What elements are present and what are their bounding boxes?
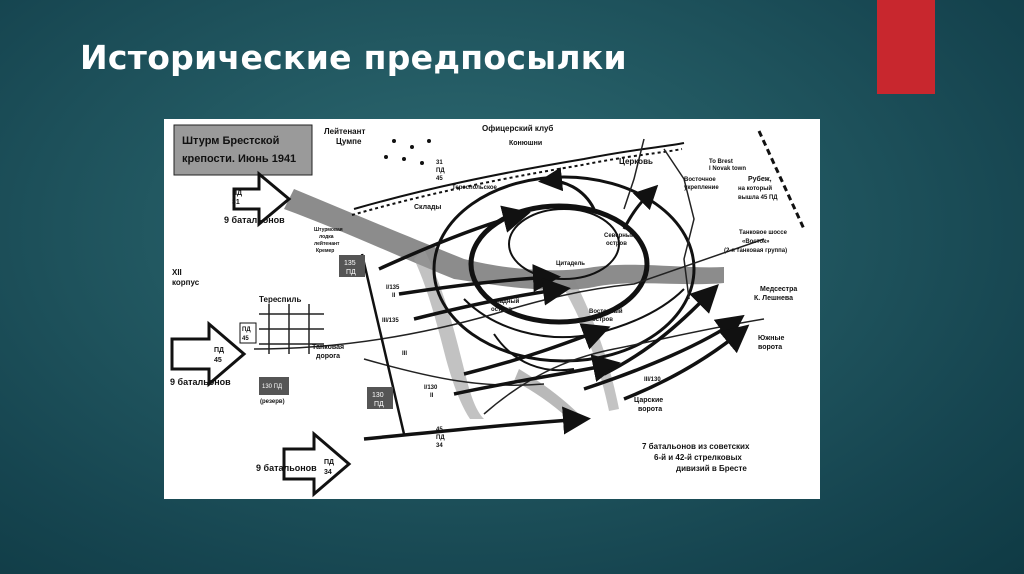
- warehouses-label: Склады: [414, 204, 441, 211]
- east-boundary: [757, 130, 806, 230]
- east-island-2: остров: [592, 317, 613, 323]
- lieutenant-label-1: Лейтенант: [324, 127, 365, 136]
- tsar-gate-1: Царские: [634, 397, 663, 404]
- pd31-b: ПД: [436, 168, 445, 174]
- unit-box-135: 135 ПД: [339, 255, 365, 277]
- line-label-1: Рубеж,: [748, 175, 772, 183]
- forest-marks: [384, 139, 431, 165]
- west-island-1: Западный: [489, 298, 520, 305]
- bottom-45: 45: [436, 427, 443, 433]
- box45-b: 45: [242, 336, 249, 342]
- assault-1: Штурмовая: [314, 227, 343, 233]
- box45-a: ПД: [242, 327, 251, 333]
- corps-1: XII: [172, 268, 182, 277]
- south-gate-2: ворота: [758, 344, 782, 351]
- arrow-1-tag-a: ПД: [232, 190, 242, 197]
- lieutenant-label-2: Цумпе: [336, 137, 362, 146]
- place-labels: Лейтенант Цумпе Офицерский клуб Конюшни …: [172, 124, 797, 473]
- tank-hwy-2: «Восток»: [742, 239, 770, 245]
- east-fort-1: Восточное: [684, 177, 716, 183]
- battle-map-svg: Штурм Брестской крепости. Июнь 1941: [170, 124, 806, 498]
- to-brest-2: I Novak town: [709, 166, 746, 172]
- north-island-1: Северный: [604, 232, 635, 239]
- corps-2: корпус: [172, 278, 200, 287]
- terespol-grid: [259, 304, 324, 354]
- arrow-1-label: 9 батальонов: [224, 215, 285, 225]
- bottom-34: 34: [436, 443, 443, 449]
- iii130-label: III/130: [644, 377, 661, 383]
- nurse-1: Медсестра: [760, 286, 797, 293]
- unit-130-b: ПД: [374, 401, 384, 408]
- north-island-2: остров: [606, 241, 627, 247]
- front-line: [360, 253, 406, 435]
- roman-ii-1: II: [392, 293, 396, 299]
- ground-arrow-3: 9 батальонов ПД 34: [256, 430, 352, 498]
- church-label: Церковь: [619, 157, 653, 166]
- attack-arrows: [363, 205, 750, 441]
- terespol-label: Тереспиль: [259, 295, 301, 304]
- assault-4: Кремер: [316, 248, 334, 254]
- stables-label: Конюшни: [509, 140, 542, 147]
- soviet-line-3: дивизий в Бресте: [676, 464, 747, 473]
- bottom-pd: ПД: [436, 435, 445, 441]
- line-label-3: вышла 45 ПД: [738, 195, 778, 201]
- i130-label: I/130: [424, 385, 438, 391]
- unit-box-45: ПД 45: [239, 322, 257, 344]
- map-title-line-1: Штурм Брестской: [182, 135, 279, 147]
- reserve-line-1: 130 ПД: [262, 384, 282, 390]
- west-island-2: остров: [491, 307, 512, 313]
- tank-hwy-3: (2-я танковая группа): [724, 248, 787, 254]
- assault-3: лейтенант: [314, 240, 340, 247]
- accent-bar: [877, 0, 935, 94]
- unit-130-a: 130: [372, 392, 384, 399]
- officers-club-label: Офицерский клуб: [482, 124, 553, 133]
- nurse-2: К. Лешнева: [754, 295, 793, 302]
- line-label-2: на который: [738, 185, 772, 192]
- arrow-3-tag-b: 34: [324, 469, 332, 476]
- arrow-2-tag-b: 45: [214, 357, 222, 364]
- unit-box-130: 130 ПД: [367, 387, 393, 409]
- roman-ii-2: II: [430, 393, 434, 399]
- pd31-c: 45: [436, 176, 443, 182]
- i135-label: I/135: [386, 285, 400, 291]
- citadel-label: Цитадель: [556, 261, 585, 267]
- tank-road-2: дорога: [316, 353, 340, 360]
- reserve-line-2: (резерв): [260, 399, 285, 405]
- ground-arrow-2: 9 батальонов ПД 45: [170, 320, 247, 388]
- iii135-label: III/135: [382, 318, 399, 324]
- south-gate-1: Южные: [758, 335, 784, 342]
- east-fort-2: укрепление: [684, 185, 719, 191]
- ground-arrow-1: 9 батальонов ПД 31: [224, 170, 292, 228]
- assault-2: лодка: [319, 234, 334, 240]
- soviet-line-1: 7 батальонов из советских: [642, 442, 750, 451]
- slide-title: Исторические предпосылки: [80, 38, 627, 77]
- arrow-1-tag-b: 31: [232, 199, 240, 206]
- pd31-a: 31: [436, 160, 443, 166]
- soviet-line-2: 6-й и 42-й стрелковых: [654, 453, 742, 462]
- to-brest-1: To Brest: [709, 159, 733, 165]
- arrow-2-tag-a: ПД: [214, 347, 224, 354]
- terespol-gate-label: Тереспольское: [452, 185, 498, 191]
- fortress-outline: [432, 175, 696, 372]
- arrow-2-label: 9 батальонов: [170, 377, 231, 387]
- unit-135-b: ПД: [346, 269, 356, 276]
- east-island-1: Восточный: [589, 308, 623, 315]
- arrow-3-tag-a: ПД: [324, 459, 334, 466]
- tank-road-1: Танковая: [312, 344, 344, 351]
- battle-map: Штурм Брестской крепости. Июнь 1941: [164, 119, 820, 499]
- unit-box-reserve: 130 ПД (резерв): [259, 377, 289, 405]
- map-title-line-2: крепости. Июнь 1941: [182, 153, 296, 165]
- unit-135-a: 135: [344, 260, 356, 267]
- arrow-3-label: 9 батальонов: [256, 463, 317, 473]
- tsar-gate-2: ворота: [638, 406, 662, 413]
- defense-arrows: [538, 167, 659, 230]
- roman-iii: III: [402, 351, 407, 357]
- map-title-box: Штурм Брестской крепости. Июнь 1941: [173, 124, 313, 176]
- tank-hwy-1: Танковое шоссе: [739, 230, 788, 236]
